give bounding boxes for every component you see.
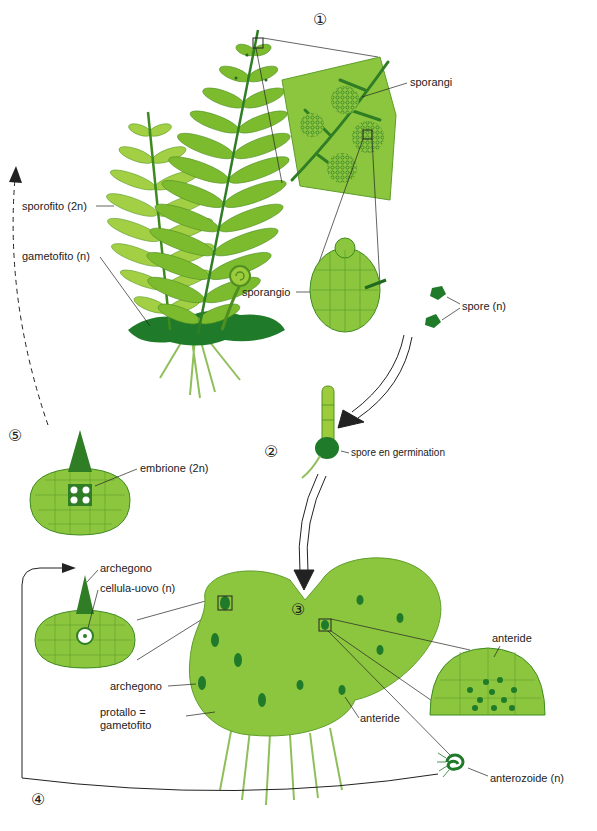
part-label: sporangi	[410, 76, 452, 89]
part-label: sporofito (2n)	[22, 200, 87, 213]
stage-arrow	[294, 474, 326, 590]
antherozoid	[437, 753, 488, 777]
part-label: anterozoide (n)	[490, 772, 564, 785]
antheridium-enlarged	[328, 619, 545, 755]
leader-lines	[96, 206, 150, 326]
fertilisation-arrow	[22, 563, 438, 791]
part-label: gametofito (n)	[22, 250, 90, 263]
part-label: sporangio	[242, 286, 290, 299]
germinating-spore	[302, 386, 349, 478]
part-label: archegono	[110, 680, 162, 693]
part-label: anteride	[492, 632, 532, 645]
embryo	[30, 430, 137, 535]
prothallus	[168, 558, 441, 805]
part-label: cellula-uovo (n)	[100, 582, 175, 595]
part-label: protallo = gametofito	[100, 706, 182, 732]
callout-number: ①	[313, 10, 327, 29]
part-label: spore en germination	[351, 447, 445, 459]
part-label: anteride	[360, 712, 400, 725]
callout-number: ③	[291, 600, 305, 619]
stage-arrow	[338, 335, 412, 428]
callout-number: ④	[30, 790, 46, 809]
callout-number: ②	[264, 442, 278, 461]
right-frond	[144, 30, 292, 334]
callout-number: ⑤	[8, 426, 22, 445]
part-label: spore (n)	[462, 300, 506, 313]
pinna-enlarged	[282, 57, 407, 285]
sporangium	[296, 238, 460, 332]
part-label: archegono	[100, 562, 152, 575]
part-label: embrione (2n)	[140, 462, 208, 475]
